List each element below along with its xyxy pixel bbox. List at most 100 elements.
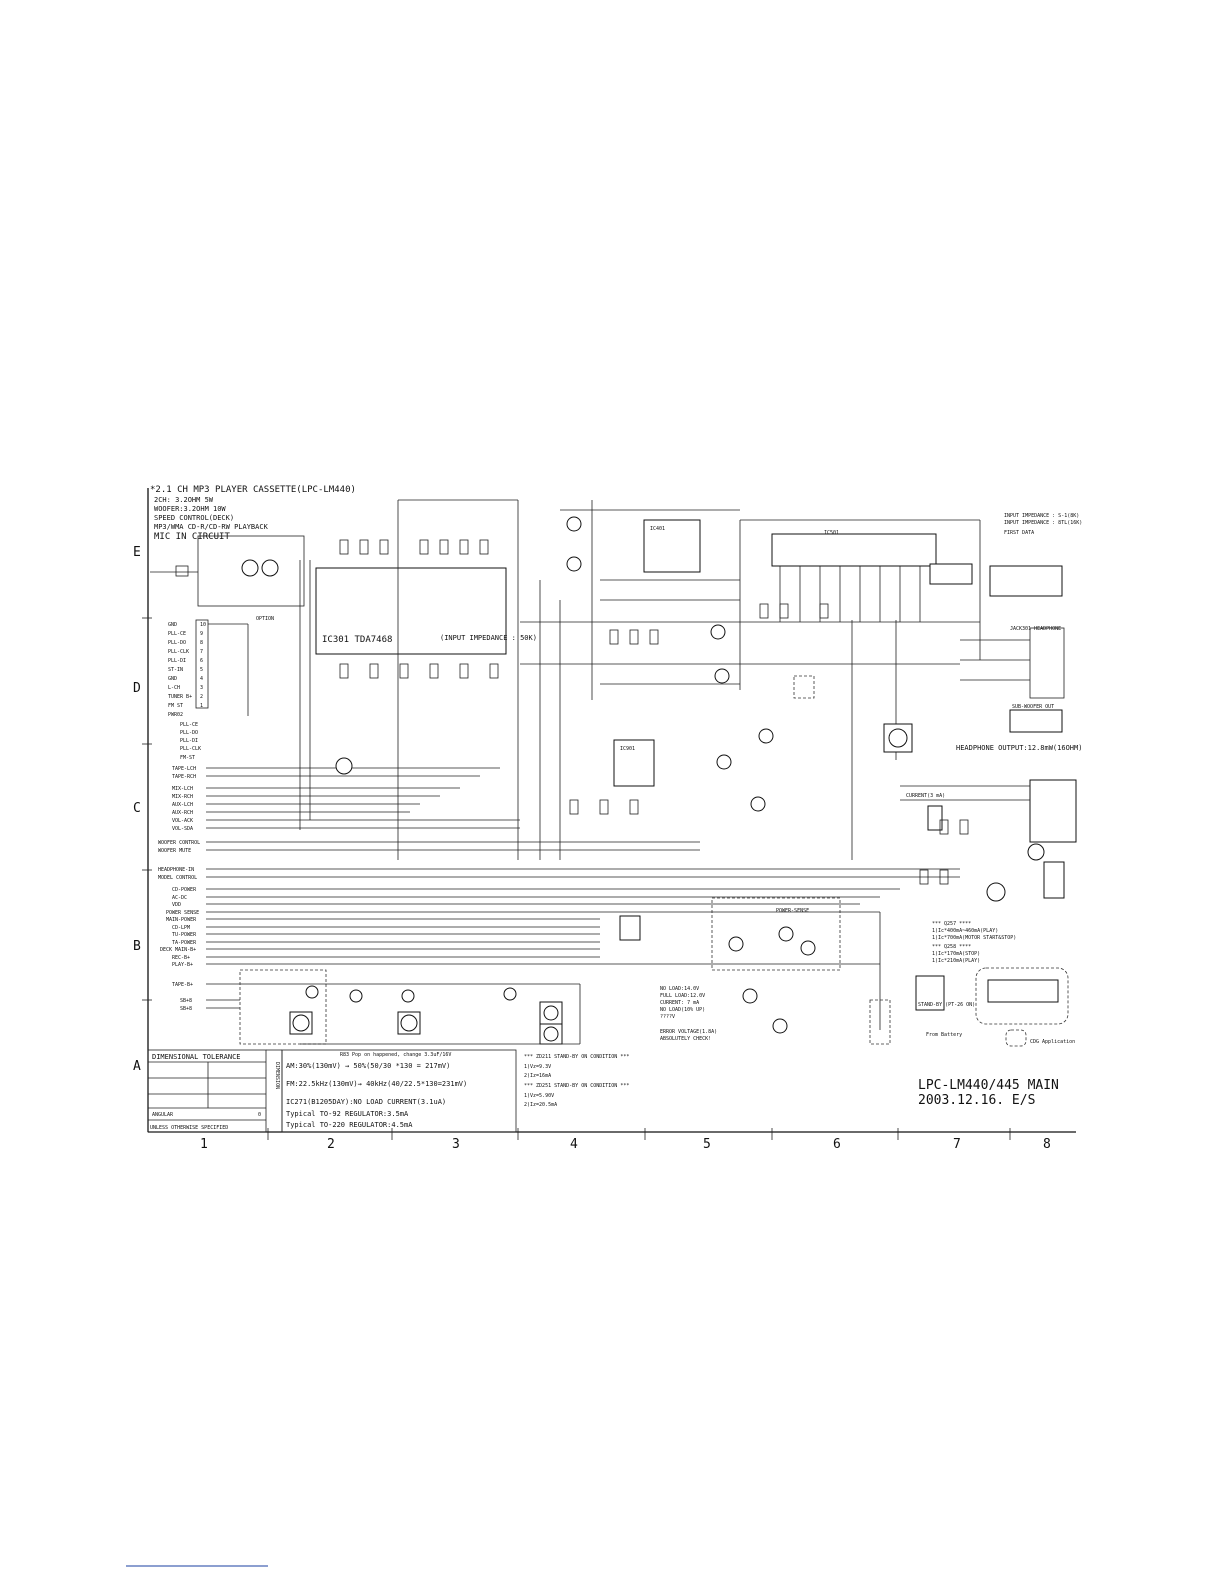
signal-label: MIX-RCH bbox=[172, 794, 193, 800]
signal-label: POWER SENSE bbox=[166, 910, 199, 916]
q257-note: 1)Ic*170mA(STOP) bbox=[932, 951, 980, 957]
row-label-d: D bbox=[133, 681, 141, 696]
tolerance-box: DIMENSIONAL TOLERANCE ANGULAR 0 UNLESS O… bbox=[147, 1049, 283, 1133]
pin-label: ST-IN bbox=[168, 667, 183, 673]
grid-col-labels: 1 2 3 4 5 6 7 8 bbox=[200, 1128, 1051, 1152]
pin-label: L-CH bbox=[168, 685, 180, 691]
grid-row-labels: E D C B A bbox=[133, 545, 152, 1074]
signal-label: WOOFER CONTROL bbox=[158, 840, 200, 846]
q257-note: *** Q257 **** bbox=[932, 921, 971, 927]
pin-number: 9 bbox=[200, 631, 203, 637]
signal-label: SB+8 bbox=[180, 1006, 192, 1012]
pin-label: PLL-CLK bbox=[180, 746, 201, 752]
tolerance-angular: ANGULAR bbox=[152, 1112, 174, 1118]
pin-number: 5 bbox=[200, 667, 203, 673]
ic501-block: IC501 bbox=[771, 530, 937, 622]
component-marks bbox=[339, 539, 969, 885]
input-impedance-note-2: INPUT IMPEDANCE : 8TL(16K) bbox=[1004, 520, 1082, 526]
signal-label: AC-DC bbox=[172, 895, 187, 901]
zd211-note: *** ZD211 STAND-BY ON CONDITION *** bbox=[524, 1054, 629, 1060]
header-note-mp3: MP3/WMA CD-R/CD-RW PLAYBACK bbox=[154, 523, 269, 531]
pin-label: FM-ST bbox=[180, 755, 195, 761]
r83-note: R83 Pop on happened, change 3.3uF/16V bbox=[340, 1052, 451, 1058]
mic-circuit: OPTION bbox=[150, 535, 305, 622]
signal-label: DECK MAIN-B+ bbox=[160, 947, 196, 953]
revision-date: 2003.12.16. E/S bbox=[918, 1093, 1035, 1108]
pin-number: 8 bbox=[200, 640, 203, 646]
connector-number-list: 10 9 8 7 6 5 4 3 2 1 bbox=[200, 622, 206, 709]
tuner-connector: GND PLL-CE PLL-DO PLL-CLK PLL-DI ST-IN G… bbox=[168, 619, 249, 761]
pin-label: PLL-DI bbox=[168, 658, 186, 664]
pin-number: 6 bbox=[200, 658, 203, 664]
tolerance-vertical-label: DIMENSION bbox=[274, 1062, 280, 1089]
formula-fm: FM:22.5kHz(130mV)→ 40kHz(40/22.5*130=231… bbox=[286, 1080, 467, 1088]
col-label-8: 8 bbox=[1043, 1137, 1051, 1152]
load-note: ERROR VOLTAGE(1.8A) bbox=[660, 1029, 717, 1035]
header-note-title: *2.1 CH MP3 PLAYER CASSETTE(LPC-LM440) bbox=[150, 485, 356, 495]
row-label-c: C bbox=[133, 801, 141, 816]
zd251-note: *** ZD251 STAND-BY ON CONDITION *** bbox=[524, 1083, 629, 1089]
signal-label: TA-POWER bbox=[172, 940, 197, 946]
row-label-b: B bbox=[133, 939, 141, 954]
standby-area: STAND-BY (PT-26 ON) From Battery CDG App… bbox=[915, 967, 1075, 1047]
signal-label: CD-POWER bbox=[172, 887, 197, 893]
zd211-vz: 1)Vz=9.3V bbox=[524, 1064, 551, 1070]
formula-to220: Typical TO-220 REGULATOR:4.5mA bbox=[286, 1121, 413, 1129]
load-notes: NO LOAD:14.0V FULL LOAD:12.0V CURRENT: 7… bbox=[660, 986, 891, 1045]
formula-ic271: IC271(B1205DAY):NO LOAD CURRENT(3.1uA) bbox=[286, 1098, 446, 1106]
mid-transistors: IC901 bbox=[335, 624, 913, 812]
pin-label: PLL-DI bbox=[180, 738, 198, 744]
col-label-6: 6 bbox=[833, 1137, 841, 1152]
q257-note: 1)Ic*700mA(MOTOR START&STOP) bbox=[932, 935, 1016, 941]
pin-label: FM ST bbox=[168, 703, 183, 709]
headphone-jack-label: JACK301 HEADPHONE bbox=[1010, 626, 1061, 632]
q257-notes: *** Q257 **** 1)Ic*400mA~460mA(PLAY) 1)I… bbox=[932, 921, 1016, 964]
tolerance-angular-value: 0 bbox=[258, 1112, 261, 1118]
load-note: ABSOLUTELY CHECK! bbox=[660, 1036, 711, 1042]
option-label: OPTION bbox=[256, 616, 274, 622]
pin-number: 1 bbox=[200, 703, 203, 709]
current-label: CURRENT(3 mA) bbox=[906, 793, 945, 799]
zd251-vz: 1)Vz=5.90V bbox=[524, 1093, 554, 1099]
pin-label: PLL-CE bbox=[168, 631, 186, 637]
input-impedance-note-1: INPUT IMPEDANCE : S-1(8K) bbox=[1004, 513, 1079, 519]
pin-number: 4 bbox=[200, 676, 203, 682]
signal-label: TAPE-B+ bbox=[172, 982, 193, 988]
header-note-woofer: WOOFER:3.2OHM 10W bbox=[154, 505, 226, 513]
from-battery-label: From Battery bbox=[926, 1032, 962, 1038]
regulator-section bbox=[239, 969, 581, 1045]
header-notes: *2.1 CH MP3 PLAYER CASSETTE(LPC-LM440) 2… bbox=[150, 485, 356, 542]
signal-label: VOL-SDA bbox=[172, 826, 193, 832]
signal-label: VDD bbox=[172, 902, 181, 908]
q257-note: 1)Ic*400mA~460mA(PLAY) bbox=[932, 928, 998, 934]
col-label-4: 4 bbox=[570, 1137, 578, 1152]
standby-conditions: *** ZD211 STAND-BY ON CONDITION *** 1)Vz… bbox=[524, 1054, 629, 1108]
ic301-block: IC301 TDA7468 (INPUT IMPEDANCE : 50K) bbox=[315, 567, 537, 655]
pin-number: 2 bbox=[200, 694, 203, 700]
formula-to92: Typical TO-92 REGULATOR:3.5mA bbox=[286, 1110, 409, 1118]
signal-rails bbox=[206, 767, 960, 1009]
standby-label: STAND-BY (PT-26 ON) bbox=[918, 1002, 975, 1008]
col-label-2: 2 bbox=[327, 1137, 335, 1152]
signal-label: PLAY-B+ bbox=[172, 962, 193, 968]
signal-label: VOL-ACK bbox=[172, 818, 193, 824]
zd211-iz: 2)Iz=16mA bbox=[524, 1073, 551, 1079]
row-label-a: A bbox=[133, 1059, 141, 1074]
ic401-region: IC401 bbox=[560, 509, 740, 601]
pin-label: GND bbox=[168, 676, 177, 682]
cdg-application-label: CDG Application bbox=[1030, 1039, 1075, 1045]
header-note-2ch: 2CH: 3.2OHM 5W bbox=[154, 496, 214, 504]
power-sense-label: POWER-SENSE bbox=[776, 908, 809, 914]
q257-note: 1)Ic*210mA(PLAY) bbox=[932, 958, 980, 964]
formula-box: R83 Pop on happened, change 3.3uF/16V AM… bbox=[281, 1049, 517, 1133]
signal-label: MAIN-POWER bbox=[166, 917, 197, 923]
pin-label: PWR02 bbox=[168, 712, 183, 718]
signal-label: HEADPHONE-IN bbox=[158, 867, 194, 873]
signal-label: TAPE-RCH bbox=[172, 774, 196, 780]
header-note-speed: SPEED CONTROL(DECK) bbox=[154, 514, 234, 522]
model-title: LPC-LM440/445 MAIN bbox=[918, 1078, 1059, 1093]
headphone-output-label: HEADPHONE OUTPUT:12.8mW(16OHM) bbox=[956, 744, 1082, 752]
load-note: NO LOAD:14.0V bbox=[660, 986, 699, 992]
zd251-iz: 2)Iz=20.5mA bbox=[524, 1102, 557, 1108]
